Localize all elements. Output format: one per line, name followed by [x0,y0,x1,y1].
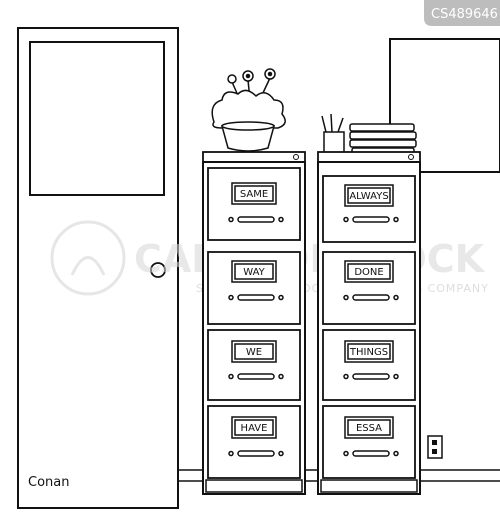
right-drawer-4-label: ESSA [356,423,382,434]
left-cabinet-handles [228,216,284,457]
potted-plant [211,68,286,152]
left-drawer-4-label: HAVE [241,423,268,434]
door-window [29,41,165,196]
image-id-tag: CS489646 [424,0,500,26]
door-knob [150,262,166,278]
left-drawer-2-label: WAY [243,267,265,278]
right-cabinet-handles [343,216,399,457]
watermark-main: CARTOONSTOCK [134,237,486,281]
image-id-text: CS489646 [431,7,498,22]
binder-stack [349,123,417,155]
left-drawer-3-label: WE [246,347,262,358]
artist-signature: Conan [28,475,69,490]
wall-outlet [427,435,443,459]
right-drawer-2-label: DONE [354,267,383,278]
left-cabinet-label-holders [231,182,277,439]
left-drawer-1-label: SAME [240,189,268,200]
right-drawer-3-label: THINGS [349,347,388,358]
right-file-cabinet [317,151,421,495]
left-file-cabinet [202,151,306,495]
pencil-cup [321,113,345,155]
right-drawer-1-label: ALWAYS [349,191,388,202]
right-cabinet-label-holders [344,184,394,439]
